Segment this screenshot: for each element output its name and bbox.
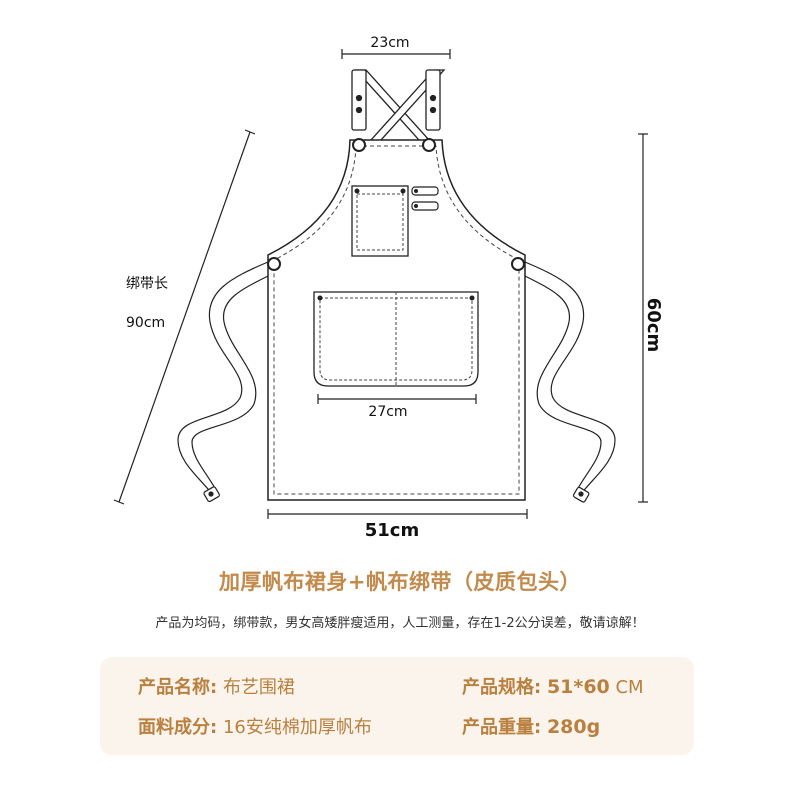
pocket-width-label: 27cm — [368, 404, 407, 420]
spec-weight: 产品重量: 280g — [462, 713, 600, 739]
spec-size-label: 产品规格: — [462, 677, 542, 698]
top-width-label: 23cm — [370, 35, 409, 51]
spec-material-value: 16安纯棉加厚帆布 — [222, 717, 372, 738]
spec-size-unit: CM — [609, 677, 644, 698]
size-note: 产品为均码，绑带款，男女高矮胖瘦适用，人工测量，存在1-2公分误差，敬请谅解！ — [155, 616, 645, 631]
spec-weight-value: 280g — [546, 716, 601, 738]
height-dimension: 60cm — [638, 133, 664, 503]
waist-ties — [177, 261, 616, 503]
pocket-width-dimension: 27cm — [317, 394, 477, 420]
spec-name: 产品名称: 布艺围裙 — [138, 673, 295, 699]
spec-weight-label: 产品重量: — [462, 717, 542, 738]
top-width-dimension: 23cm — [341, 35, 451, 59]
spec-name-value: 布艺围裙 — [222, 677, 295, 698]
spec-size: 产品规格: 51*60 CM — [462, 673, 644, 699]
bottom-width-dimension: 51cm — [267, 509, 528, 541]
spec-size-number: 51*60 — [546, 676, 610, 698]
spec-box: 产品名称: 布艺围裙 产品规格: 51*60 CM 面料成分: 16安纯棉加厚帆… — [100, 657, 694, 755]
spec-material-label: 面料成分: — [138, 717, 218, 738]
main-pocket — [313, 291, 479, 387]
product-title: 加厚帆布裙身+帆布绑带（皮质包头） — [218, 570, 582, 594]
spec-material: 面料成分: 16安纯棉加厚帆布 — [138, 713, 372, 739]
strap-length-value: 90cm — [126, 315, 165, 331]
neck-straps — [351, 69, 446, 151]
strap-length-caption: 绑带长 — [126, 276, 168, 292]
strap-length-dimension: 绑带长 90cm — [113, 129, 256, 505]
spec-name-label: 产品名称: — [138, 677, 218, 698]
apron-diagram: 23cm — [113, 35, 664, 541]
height-label: 60cm — [643, 298, 664, 352]
chest-pocket — [351, 185, 439, 257]
bottom-width-label: 51cm — [365, 520, 419, 541]
